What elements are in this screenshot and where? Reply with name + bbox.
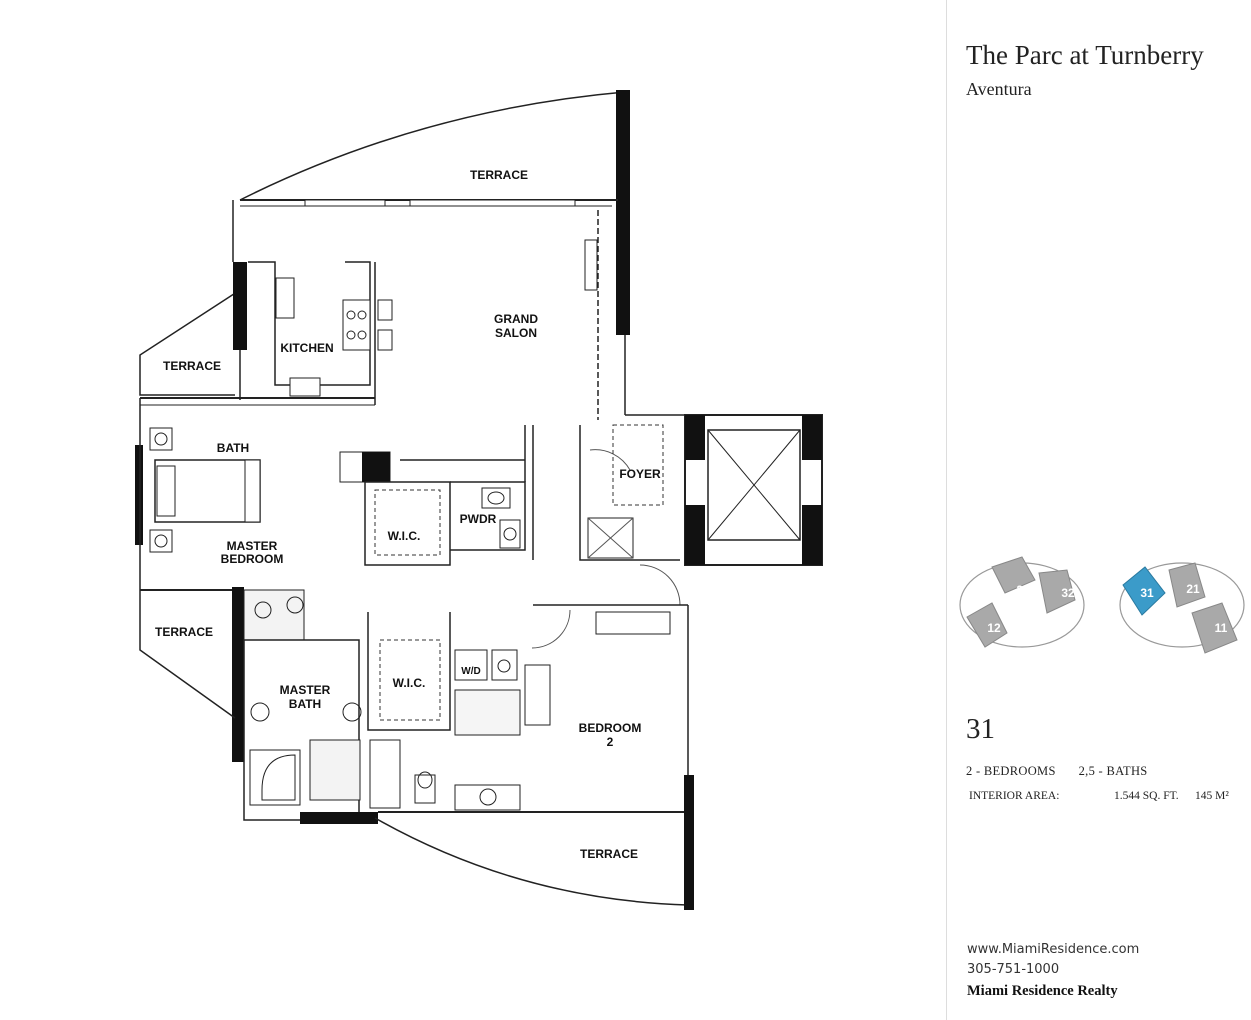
label-wic-1: W.I.C. [388,529,421,543]
label-grand-salon-1: GRAND [494,312,538,326]
property-name: The Parc at Turnberry [966,40,1204,70]
label-wd: W/D [461,666,480,677]
core-column [362,452,390,482]
key-right-building: 31 21 11 [1119,562,1245,654]
label-grand-salon-2: SALON [495,326,537,340]
key-unit-31-highlight [1122,566,1166,616]
label-master-bedroom-2: BEDROOM [221,552,284,566]
company-name: Miami Residence Realty [967,983,1118,999]
floor-plan-drawing: TERRACE GRAND SALON KITCHEN TERRACE BATH… [135,90,823,910]
key-unit-22: 22 [1016,583,1030,597]
label-terrace-bottom: TERRACE [580,847,638,861]
label-bedroom-2-2: 2 [607,735,614,749]
label-foyer: FOYER [619,467,661,481]
wall-east-lower [684,775,694,910]
key-left-building: 22 32 12 [959,556,1085,648]
label-terrace-left-top: TERRACE [163,359,221,373]
terrace-top-outline [239,91,626,201]
wall-east-upper [616,90,630,335]
label-master-bedroom-1: MASTER [227,539,278,553]
interior-area-sqft: 1.544 SQ. FT. [1114,790,1179,802]
unit-number: 31 [966,713,995,745]
floor-plan: TERRACE GRAND SALON KITCHEN TERRACE BATH… [135,90,823,910]
label-kitchen: KITCHEN [280,341,333,355]
info-sidebar: The Parc at Turnberry Aventura 22 32 12 … [947,0,1251,1020]
building-key-diagram: 22 32 12 31 21 11 [959,556,1245,654]
label-master-bath-2: BATH [289,697,321,711]
wall-master-west [135,445,143,545]
baths-count: 2,5 - BATHS [1078,764,1148,778]
website-link[interactable]: www.MiamiResidence.com [967,942,1140,957]
wall-south [300,812,378,824]
key-unit-31: 31 [1140,586,1154,600]
interior-area-label: INTERIOR AREA: [969,790,1060,802]
key-unit-32: 32 [1061,586,1075,600]
key-unit-11: 11 [1215,621,1228,635]
bedrooms-count: 2 - BEDROOMS [966,764,1056,778]
label-pwdr: PWDR [460,512,497,526]
wall-master-bath-west [232,587,244,762]
label-master-bath-1: MASTER [280,683,331,697]
unit-specs: 2 - BEDROOMS 2,5 - BATHS [966,764,1148,779]
label-wic-2: W.I.C. [393,676,426,690]
interior-area-m2: 145 M² [1195,790,1229,802]
key-unit-12: 12 [987,621,1001,635]
sidebar-divider [946,0,947,1020]
label-bedroom-2-1: BEDROOM [579,721,642,735]
key-unit-21: 21 [1186,582,1200,596]
label-terrace-left-bottom: TERRACE [155,625,213,639]
wall-kitchen-west [233,262,247,350]
phone-number[interactable]: 305-751-1000 [967,962,1060,977]
label-terrace-top: TERRACE [470,168,528,182]
label-bath: BATH [217,441,249,455]
property-location: Aventura [966,79,1032,99]
